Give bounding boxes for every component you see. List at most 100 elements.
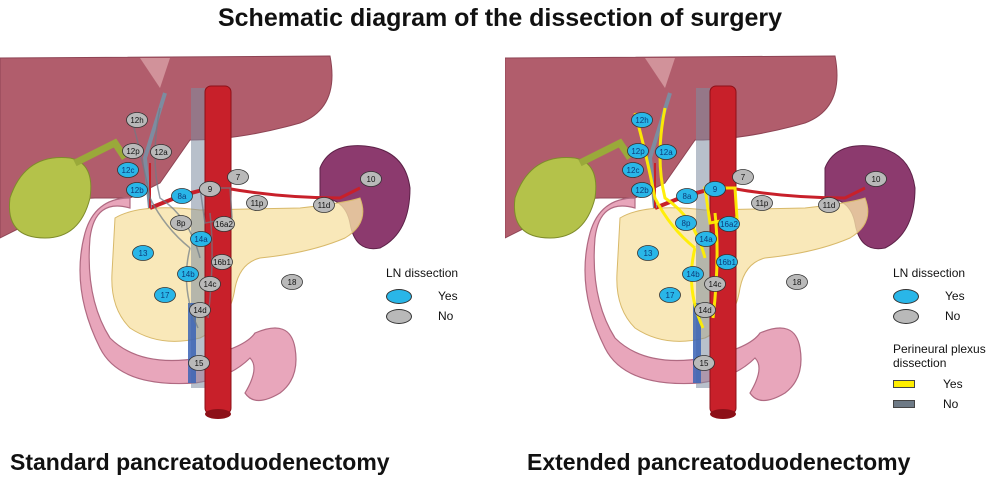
lymph-node-marker (732, 169, 754, 185)
lymph-node-label: 14d (698, 306, 711, 315)
plexus-nerve-1 (658, 107, 707, 259)
lymph-node-17: 17 (659, 287, 681, 303)
lymph-node-14a: 14a (190, 231, 212, 247)
lymph-node-label: 7 (741, 173, 746, 182)
lymph-node-14c: 14c (199, 276, 221, 292)
lymph-node-14b: 14b (177, 266, 199, 282)
lymph-node-8p: 8p (675, 215, 697, 231)
legend-no-label: No (945, 309, 961, 323)
plexus-nerve-0 (633, 112, 696, 250)
lymph-node-12b: 12b (126, 182, 148, 198)
lymph-node-marker (188, 355, 210, 371)
lymph-node-marker (360, 171, 382, 187)
lymph-node-marker (177, 266, 199, 282)
lymph-node-marker (818, 197, 840, 213)
aorta-end (205, 409, 231, 419)
lymph-node-label: 12p (631, 147, 645, 156)
lymph-node-marker (189, 302, 211, 318)
superior-mesenteric-vein (693, 303, 701, 383)
lymph-node-marker (675, 215, 697, 231)
lymph-node-label: 12a (154, 148, 168, 157)
lymph-node-label: 12c (122, 166, 135, 175)
lymph-node-12p: 12p (122, 143, 144, 159)
plexus-nerve-3 (185, 247, 199, 329)
lymph-node-label: 8p (682, 219, 691, 228)
lymph-node-15: 15 (693, 355, 715, 371)
ln-no-swatch (893, 308, 919, 324)
legend-yes-label: Yes (438, 289, 458, 303)
ln-legend-title: LN dissection (893, 266, 966, 280)
lymph-node-marker (865, 171, 887, 187)
standard-caption: Standard pancreatoduodenectomy (10, 449, 390, 475)
legend-row-yes: Yes (893, 286, 965, 306)
lymph-node-marker (199, 181, 221, 197)
lymph-node-marker (659, 287, 681, 303)
lymph-node-7: 7 (732, 169, 754, 185)
lymph-node-16a2: 16a2 (213, 216, 235, 232)
ln-yes-swatch (893, 288, 919, 304)
aorta-end (710, 409, 736, 419)
cystic-duct (578, 138, 633, 167)
extended-caption: Extended pancreatoduodenectomy (527, 449, 911, 475)
lymph-node-marker (704, 276, 726, 292)
lymph-node-marker (281, 274, 303, 290)
lymph-node-16b1: 16b1 (211, 254, 233, 270)
lymph-node-label: 11d (823, 201, 836, 210)
lymph-node-label: 12p (126, 147, 140, 156)
lymph-node-marker (117, 162, 139, 178)
ln-yes-swatch (386, 288, 412, 304)
lymph-node-label: 13 (139, 249, 148, 258)
lymph-node-marker (751, 195, 773, 211)
lymph-node-9: 9 (704, 181, 726, 197)
lymph-node-marker (693, 355, 715, 371)
extended-plexus-legend: Perineural plexus dissection Yes No (893, 342, 998, 414)
plexus-row-yes: Yes (893, 374, 998, 394)
lymph-node-16b1: 16b1 (716, 254, 738, 270)
lymph-node-marker (682, 266, 704, 282)
lymph-node-marker (154, 287, 176, 303)
lymph-node-11d: 11d (313, 197, 335, 213)
lymph-node-marker (704, 181, 726, 197)
lymph-node-marker (246, 195, 268, 211)
plexus-row-no: No (893, 394, 998, 414)
lymph-node-label: 8a (683, 192, 692, 201)
splenic-artery (729, 186, 866, 200)
lymph-node-label: 14a (194, 235, 208, 244)
lymph-node-marker (199, 276, 221, 292)
lymph-node-label: 15 (195, 359, 204, 368)
legend-no-label: No (438, 309, 454, 323)
legend-yes-label: Yes (945, 289, 965, 303)
lymph-node-label: 12h (635, 116, 648, 125)
lymph-node-15: 15 (188, 355, 210, 371)
lymph-node-18: 18 (786, 274, 808, 290)
lymph-node-label: 12c (627, 166, 640, 175)
lymph-node-8a: 8a (676, 188, 698, 204)
lymph-node-label: 14c (204, 280, 217, 289)
lymph-node-11d: 11d (818, 197, 840, 213)
extended-ln-legend: LN dissection Yes No (893, 266, 965, 326)
lymph-node-label: 16b1 (213, 258, 231, 267)
lymph-node-marker (227, 169, 249, 185)
plexus-nerve-3 (689, 247, 705, 329)
lymph-node-label: 14b (686, 270, 700, 279)
pancreas (616, 197, 869, 342)
lymph-node-label: 18 (793, 278, 802, 287)
lymph-node-marker (622, 162, 644, 178)
lymph-node-marker (122, 143, 144, 159)
legend-row-no: No (386, 306, 458, 326)
duodenum (79, 197, 297, 402)
lymph-node-16a2: 16a2 (718, 216, 740, 232)
lymph-node-12h: 12h (126, 112, 148, 128)
lymph-node-marker (313, 197, 335, 213)
lymph-node-marker (631, 182, 653, 198)
figure-title: Schematic diagram of the dissection of s… (217, 4, 783, 32)
plexus-yes-swatch (893, 380, 915, 388)
lymph-node-marker (786, 274, 808, 290)
lymph-node-marker (716, 254, 738, 270)
lymph-node-14b: 14b (682, 266, 704, 282)
lymph-node-label: 12b (130, 186, 144, 195)
lymph-node-marker (627, 143, 649, 159)
lymph-node-13: 13 (132, 245, 154, 261)
